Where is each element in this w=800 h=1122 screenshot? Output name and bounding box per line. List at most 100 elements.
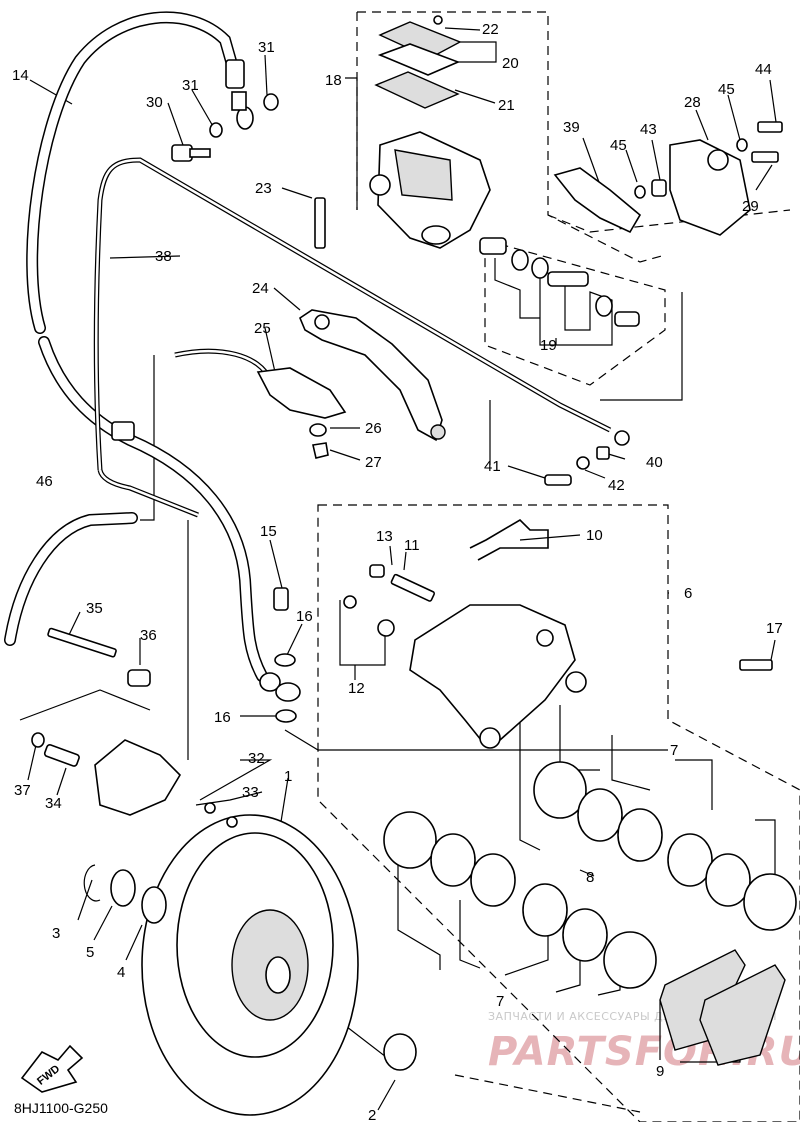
piston-upper-4 <box>667 833 713 887</box>
callout-3: 3 <box>52 925 60 942</box>
hose-neck-top <box>231 91 247 111</box>
callout-8: 8 <box>586 869 594 886</box>
pad-spring-10 <box>469 518 549 561</box>
callout-7b: 7 <box>496 993 504 1010</box>
callout-33: 33 <box>242 784 259 801</box>
part-brake-pedal-bracket <box>553 121 783 236</box>
bracket-28-hole <box>707 149 729 171</box>
piston-seal-a <box>511 249 529 271</box>
brake-pad-b <box>699 964 786 1066</box>
spring-36 <box>127 669 151 687</box>
part-bolts-top <box>171 93 326 249</box>
callout-32: 32 <box>248 750 265 767</box>
callout-43: 43 <box>640 121 657 138</box>
washer-5 <box>110 869 136 907</box>
bolt-41 <box>544 474 572 486</box>
lever-pivot <box>314 314 330 330</box>
bolt-44 <box>757 121 783 133</box>
part-brake-pads <box>659 949 786 1066</box>
bleed-screw-12b <box>377 619 395 637</box>
collar-43 <box>651 179 667 197</box>
cap-plate <box>377 43 461 76</box>
callout-17: 17 <box>766 620 783 637</box>
lever-39 <box>553 167 642 234</box>
callout-25: 25 <box>254 320 271 337</box>
banjo-16 <box>275 682 301 702</box>
part-cable-46 <box>4 512 138 646</box>
callout-23: 23 <box>255 180 272 197</box>
callout-19: 19 <box>540 337 557 354</box>
nut-40 <box>596 446 610 460</box>
master-cylinder-mount <box>421 225 451 245</box>
callout-2: 2 <box>368 1107 376 1122</box>
piston-spring <box>479 237 507 255</box>
washer-45b <box>736 138 748 152</box>
caliper-mount-a <box>479 727 501 749</box>
callout-30: 30 <box>146 94 163 111</box>
callout-13: 13 <box>376 528 393 545</box>
part-seal <box>383 1033 417 1071</box>
hose-banjo-bottom <box>259 672 281 692</box>
lever-arm <box>299 309 443 442</box>
callout-36: 36 <box>140 627 157 644</box>
part-master-cylinder <box>369 15 491 249</box>
circlip-3 <box>83 864 101 902</box>
part-union-bolt <box>273 587 301 723</box>
callout-7a: 7 <box>670 742 678 759</box>
callout-6: 6 <box>684 585 692 602</box>
part-piston-kit <box>479 237 640 327</box>
washer-16a <box>274 653 296 667</box>
callout-31a: 31 <box>182 77 199 94</box>
diagram-code: 8HJ1100-G250 <box>14 1100 108 1116</box>
callout-44: 44 <box>755 61 772 78</box>
piston-rod <box>547 271 589 287</box>
callout-29: 29 <box>742 198 759 215</box>
callout-39: 39 <box>563 119 580 136</box>
cable-end-eyelet <box>614 430 630 446</box>
callout-46: 46 <box>36 473 53 490</box>
washer-4 <box>141 886 167 924</box>
part-brake-hose <box>26 11 281 692</box>
caliper-body <box>409 604 576 746</box>
callout-26: 26 <box>365 420 382 437</box>
disc-center <box>265 956 291 994</box>
frame-caliper-bottom <box>454 1074 641 1113</box>
callout-40: 40 <box>646 454 663 471</box>
cap-screw <box>433 15 443 25</box>
callout-18: 18 <box>325 72 342 89</box>
callout-37: 37 <box>14 782 31 799</box>
part-cable-end-hardware <box>544 446 610 486</box>
callout-10: 10 <box>586 527 603 544</box>
callout-45a: 45 <box>610 137 627 154</box>
bracket-28 <box>669 139 751 236</box>
piston-upper-3 <box>617 808 663 862</box>
callout-41: 41 <box>484 458 501 475</box>
master-cylinder-reservoir <box>394 149 453 201</box>
lever-tip <box>430 424 446 440</box>
piston-seal-b <box>595 295 613 317</box>
hose-clamp <box>111 421 135 441</box>
callouts: 14 30 31 31 18 22 20 21 23 38 24 25 26 2… <box>12 21 783 1122</box>
callout-12: 12 <box>348 680 365 697</box>
part-left-bracket <box>31 627 238 828</box>
callout-4: 4 <box>117 964 125 981</box>
bolt-23 <box>314 197 326 249</box>
piston-boot <box>614 311 640 327</box>
frame-piston-kit <box>484 239 666 386</box>
callout-31b: 31 <box>258 39 275 56</box>
piston-lower-4 <box>522 883 568 937</box>
leader-lines <box>19 27 777 1111</box>
callout-45b: 45 <box>718 81 735 98</box>
bolt-35 <box>47 627 117 658</box>
piston-upper-5 <box>705 853 751 907</box>
callout-21: 21 <box>498 97 515 114</box>
callout-15: 15 <box>260 523 277 540</box>
piston-upper-1 <box>533 761 587 819</box>
callout-22: 22 <box>482 21 499 38</box>
washer-31b <box>263 93 279 111</box>
bolt-33b <box>226 816 238 828</box>
piston-cup <box>531 257 549 279</box>
piston-upper-6 <box>743 873 797 931</box>
pin-34 <box>43 744 80 767</box>
bracket-32 <box>94 739 182 816</box>
